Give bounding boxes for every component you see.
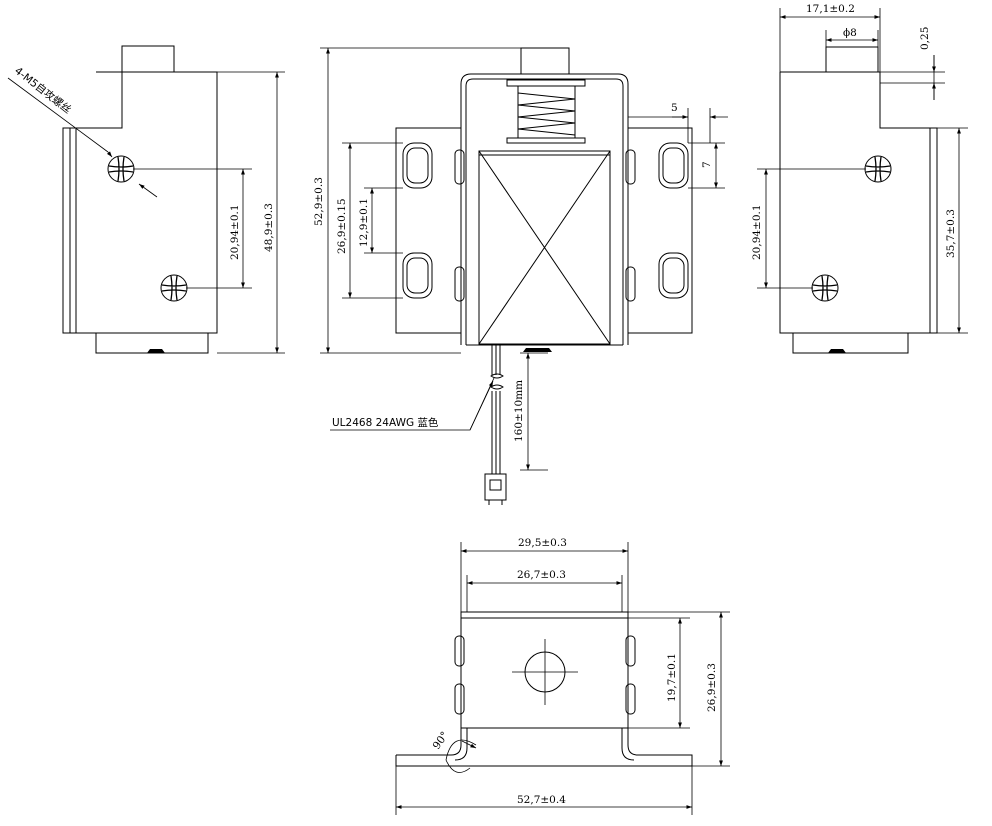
dim-front-slot-inner: 12,9±0.1 [358, 198, 370, 247]
dim-right-width: 17,1±0.2 [806, 3, 855, 15]
screw-icon [811, 274, 839, 302]
front-view [320, 47, 728, 505]
dim-right-hole-pitch: 20,94±0.1 [751, 204, 763, 260]
dim-bottom-total-height: 26,9±0.3 [706, 663, 718, 712]
dim-bottom-body-height: 19,7±0.1 [666, 653, 678, 702]
dim-bottom-base-width: 52,7±0.4 [517, 794, 566, 806]
screw-note: 4-M5自攻螺丝 [12, 64, 74, 116]
screw-icon [107, 155, 135, 183]
dim-slot-height: 7 [701, 161, 713, 168]
screw-icon [160, 274, 188, 302]
dim-bottom-inner: 26,7±0.3 [517, 569, 566, 581]
dim-bottom-outer: 29,5±0.3 [518, 537, 567, 549]
right-side-view [757, 8, 968, 354]
dim-bend-angle: 90° [431, 730, 452, 752]
dim-right-offset: 0,25 [919, 27, 931, 50]
left-side-view [7, 45, 285, 354]
dim-right-plunger: ϕ8 [843, 27, 857, 39]
dim-left-height: 48,9±0.3 [263, 203, 275, 252]
dim-front-slot-outer: 26,9±0.15 [336, 198, 348, 254]
dim-right-height: 35,7±0.3 [945, 209, 957, 258]
screw-icon [864, 155, 892, 183]
dim-slot-width: 5 [671, 102, 678, 114]
dim-front-height: 52,9±0.3 [313, 177, 325, 226]
bottom-view [395, 542, 730, 815]
dim-wire-length: 160±10mm [513, 380, 525, 442]
dim-left-hole-pitch: 20,94±0.1 [229, 204, 241, 260]
wire-note: UL2468 24AWG 蓝色 [332, 416, 439, 429]
